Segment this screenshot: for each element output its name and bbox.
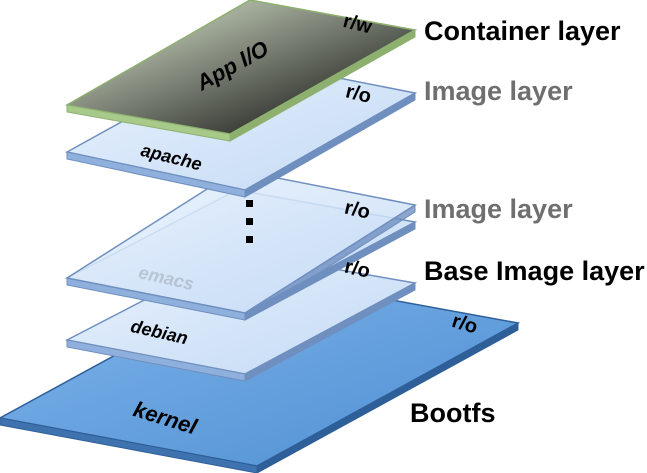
label-bootfs: Bootfs <box>410 398 496 428</box>
label-image-layer-1: Image layer <box>424 76 573 106</box>
label-image-layer-2: Image layer <box>424 194 573 224</box>
vertical-ellipsis-icon <box>246 200 253 243</box>
label-container-layer: Container layer <box>424 16 621 46</box>
layer-container-plate: App I/O r/w <box>64 0 418 142</box>
layer-image-2-plate: r/o <box>65 169 417 321</box>
label-base-image-layer: Base Image layer <box>424 256 645 286</box>
